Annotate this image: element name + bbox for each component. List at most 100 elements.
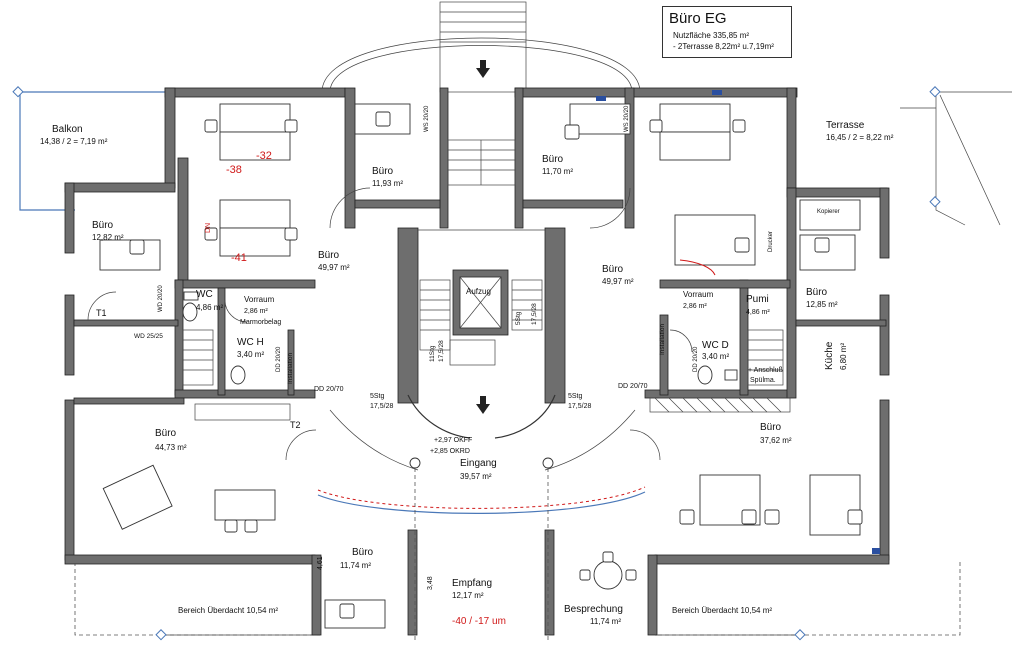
- buero-wc-name: Büro: [318, 250, 340, 261]
- wc-d-name: WC D: [702, 340, 729, 351]
- terrasse-name: Terrasse: [826, 120, 865, 131]
- corner-markers: [12, 86, 941, 641]
- red-407: -40 / -17 um: [452, 616, 506, 627]
- empfang-area: 12,17 m²: [452, 591, 484, 600]
- red-annotations: -38 -32 -41 -40 / -17 um DN: [205, 150, 506, 627]
- room-labels: Balkon 14,38 / 2 = 7,19 m² Terrasse 16,4…: [40, 120, 894, 626]
- buero-se-name: Büro: [760, 422, 782, 433]
- legend-terrace-deduction: - 2Terrasse 8,22m² u.7,19m²: [673, 42, 774, 51]
- buero-w-name: Büro: [92, 220, 114, 231]
- annotation-labels: T1 T2 WD 25/25 WD 20/20 WS 20/20 WS 20/2…: [96, 105, 699, 590]
- top-stair-tower: [321, 1, 641, 93]
- entrance-curves: [317, 394, 646, 640]
- core-stairs: [419, 139, 543, 366]
- red-38: -38: [226, 164, 242, 176]
- ueberdacht-w: Bereich Überdacht 10,54 m²: [178, 606, 278, 615]
- ws-label: WS 20/20: [424, 105, 430, 132]
- buero-s-name: Büro: [352, 547, 374, 558]
- dd-w-label: DD 20/70: [314, 386, 344, 393]
- entrance-arrows: [476, 60, 490, 414]
- red-32: -32: [256, 150, 272, 162]
- balcony-outline: [19, 91, 1012, 226]
- red-dn: DN: [205, 223, 212, 233]
- ueberdacht-e: Bereich Überdacht 10,54 m²: [672, 606, 772, 615]
- dim-348: 3,48: [427, 576, 434, 590]
- interior-walls: [73, 157, 887, 405]
- okrd-label: +2,85 OKRD: [430, 448, 470, 455]
- stg-w-2: 17,5/28: [370, 403, 393, 410]
- wc-h-area: 3,40 m²: [237, 350, 264, 359]
- pumi-area: 4,86 m²: [746, 309, 770, 316]
- installation-w: Installation: [287, 353, 294, 384]
- okff-label: +2,97 OKFF: [434, 437, 472, 444]
- chairs: [129, 111, 863, 619]
- empfang-name: Empfang: [452, 578, 492, 589]
- covered-area-outline: [74, 562, 961, 636]
- wc-d-area: 3,40 m²: [702, 352, 729, 361]
- vorraum-w-name: Vorraum: [244, 295, 275, 304]
- stg-11b-label: 17,5/28: [438, 340, 445, 362]
- stg-e-1: 5Stg: [568, 393, 583, 400]
- buero-s-area: 11,74 m²: [340, 561, 371, 570]
- dd-v1-label: DD 20/20: [276, 346, 282, 372]
- buero-wc-area: 49,97 m²: [318, 263, 350, 272]
- legend-box: Büro EG Nutzfläche 335,85 m² - 2Terrasse…: [662, 6, 792, 58]
- dd-v2-label: DD 20/20: [693, 346, 699, 372]
- balkon-name: Balkon: [52, 124, 83, 135]
- aufzug-label: Aufzug: [466, 287, 491, 296]
- buero-ne-name: Büro: [542, 154, 564, 165]
- t1-label: T1: [96, 308, 107, 318]
- vorraum-e-area: 2,86 m²: [683, 303, 707, 310]
- stg-5vb-label: 17,5/28: [531, 303, 538, 325]
- stg-e-2: 17,5/28: [568, 403, 591, 410]
- counter-hatching: [194, 397, 791, 421]
- buero-se-area: 37,62 m²: [760, 436, 792, 445]
- ws-label-2: WS 20/20: [624, 105, 630, 132]
- kueche-area: 6,80 m²: [839, 343, 848, 370]
- wc-h-name: WC H: [237, 337, 264, 348]
- anschluss-note: + Anschluß: [748, 367, 783, 374]
- meeting-table: [579, 551, 637, 590]
- besprechung-area: 11,74 m²: [590, 617, 621, 626]
- stg-5v-label: 5Stg: [515, 311, 522, 325]
- door-swings: [87, 187, 716, 461]
- kopierer-label: Kopierer: [817, 209, 840, 215]
- sanitary: [182, 291, 784, 386]
- red-41: -41: [231, 252, 247, 264]
- legend-usable-area: Nutzfläche 335,85 m²: [673, 31, 750, 40]
- wd-vertical-label: WD 20/20: [158, 285, 164, 312]
- wc-w-area: 4,86 m²: [196, 303, 223, 312]
- balkon-area: 14,38 / 2 = 7,19 m²: [40, 137, 108, 146]
- exterior-walls: [64, 87, 890, 636]
- terrasse-area: 16,45 / 2 = 8,22 m²: [826, 133, 894, 142]
- installation-e: Installation: [659, 324, 666, 355]
- buero-ec-name: Büro: [602, 264, 624, 275]
- dim-461: 4,61: [317, 556, 324, 570]
- buero-sw-area: 44,73 m²: [155, 443, 187, 452]
- vorraum-w-area: 2,86 m²: [244, 308, 268, 315]
- desks: [99, 103, 861, 629]
- eingang-name: Eingang: [460, 458, 497, 469]
- buero-sw-name: Büro: [155, 428, 177, 439]
- buero-ne-area: 11,70 m²: [542, 167, 573, 176]
- vorraum-e-name: Vorraum: [683, 290, 714, 299]
- eingang-area: 39,57 m²: [460, 472, 492, 481]
- wc-w-name: WC: [196, 289, 213, 300]
- buero-nw-name: Büro: [372, 166, 394, 177]
- buero-ec-area: 49,97 m²: [602, 277, 634, 286]
- t2-label: T2: [290, 420, 301, 430]
- wd-label: WD 25/25: [134, 333, 163, 340]
- marmorbelag: Marmorbelag: [240, 319, 281, 326]
- buero-e-area: 12,85 m²: [806, 300, 838, 309]
- stg-11-label: 11Stg: [429, 345, 436, 362]
- pumi-name: Pumi: [746, 294, 769, 305]
- besprechung-name: Besprechung: [564, 604, 623, 615]
- elevator-core: [418, 229, 545, 336]
- stg-w-1: 5Stg: [370, 393, 385, 400]
- spuelma-note: Spülma.: [750, 377, 776, 384]
- buero-nw-area: 11,93 m²: [372, 179, 403, 188]
- buero-e-name: Büro: [806, 287, 828, 298]
- drucker-label: Drucker: [768, 231, 774, 252]
- legend-title: Büro EG: [669, 10, 727, 27]
